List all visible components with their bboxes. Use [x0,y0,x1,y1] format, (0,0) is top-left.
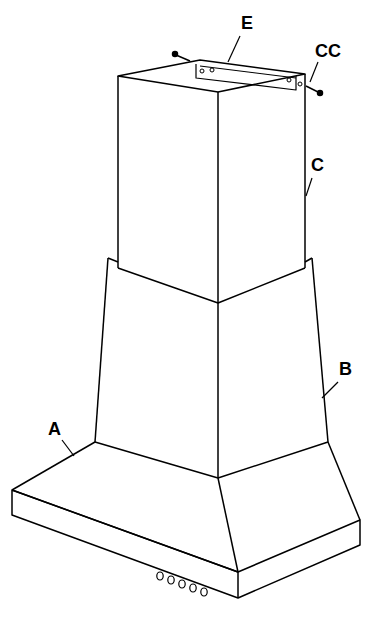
part-letter: A [47,420,62,438]
part-letter: CC [314,42,342,60]
part-letter: C [310,156,325,174]
part-letter: B [338,360,353,378]
part-letter: E [240,14,254,32]
